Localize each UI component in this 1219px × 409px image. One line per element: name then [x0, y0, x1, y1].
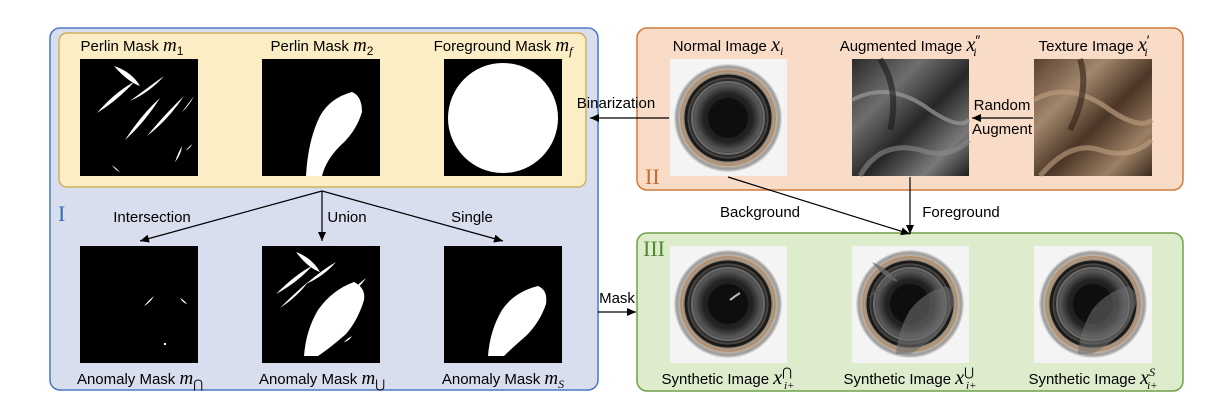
synthetic-image-union	[852, 246, 969, 363]
perlin-mask-2-label: Perlin Mask m2	[271, 35, 374, 58]
texture-image	[1032, 58, 1154, 178]
foreground-mask-label: Foreground Mask mf	[434, 35, 574, 58]
panel-2-label: II	[645, 164, 660, 189]
anomaly-mask-union-label: Anomaly Mask m⋃	[259, 368, 385, 391]
texture-image-label: Texture Image x′i	[1039, 32, 1150, 59]
anomaly-mask-single-image	[444, 246, 562, 363]
foreground-label: Foreground	[922, 204, 1000, 221]
perlin-mask-2-image	[262, 59, 380, 176]
perlin-mask-1-label: Perlin Mask m1	[81, 35, 184, 58]
single-label: Single	[451, 209, 493, 226]
synthetic-image-intersection	[670, 246, 787, 363]
synthetic-image-intersection-label: Synthetic Image x⋂i+	[662, 365, 795, 392]
background-arrow	[727, 176, 911, 236]
binarization-label: Binarization	[577, 95, 655, 112]
intersection-label: Intersection	[113, 209, 191, 226]
synthetic-image-single	[1034, 246, 1152, 363]
normal-image-label: Normal Image xi	[673, 34, 784, 58]
anomaly-mask-intersection-label: Anomaly Mask m⋂	[77, 368, 203, 391]
augmented-image-label: Augmented Image x″i	[840, 32, 981, 59]
normal-image	[670, 59, 787, 176]
foreground-mask-image	[444, 59, 562, 176]
panel-3-label: III	[643, 236, 665, 261]
perlin-mask-1-image	[80, 59, 198, 176]
background-label: Background	[720, 204, 800, 221]
mask-label: Mask	[599, 290, 635, 307]
panel-1-label: I	[58, 201, 65, 226]
anomaly-mask-intersection-image	[80, 246, 198, 363]
augmented-image	[851, 57, 971, 178]
augment-label: Augment	[972, 121, 1033, 138]
anomaly-mask-union-image	[262, 246, 380, 363]
operation-arrows	[139, 190, 504, 243]
union-label: Union	[327, 209, 366, 226]
random-label: Random	[974, 97, 1031, 114]
synthetic-image-union-label: Synthetic Image x⋃i+	[844, 365, 977, 392]
anomaly-mask-single-label: Anomaly Mask mS	[442, 368, 564, 391]
